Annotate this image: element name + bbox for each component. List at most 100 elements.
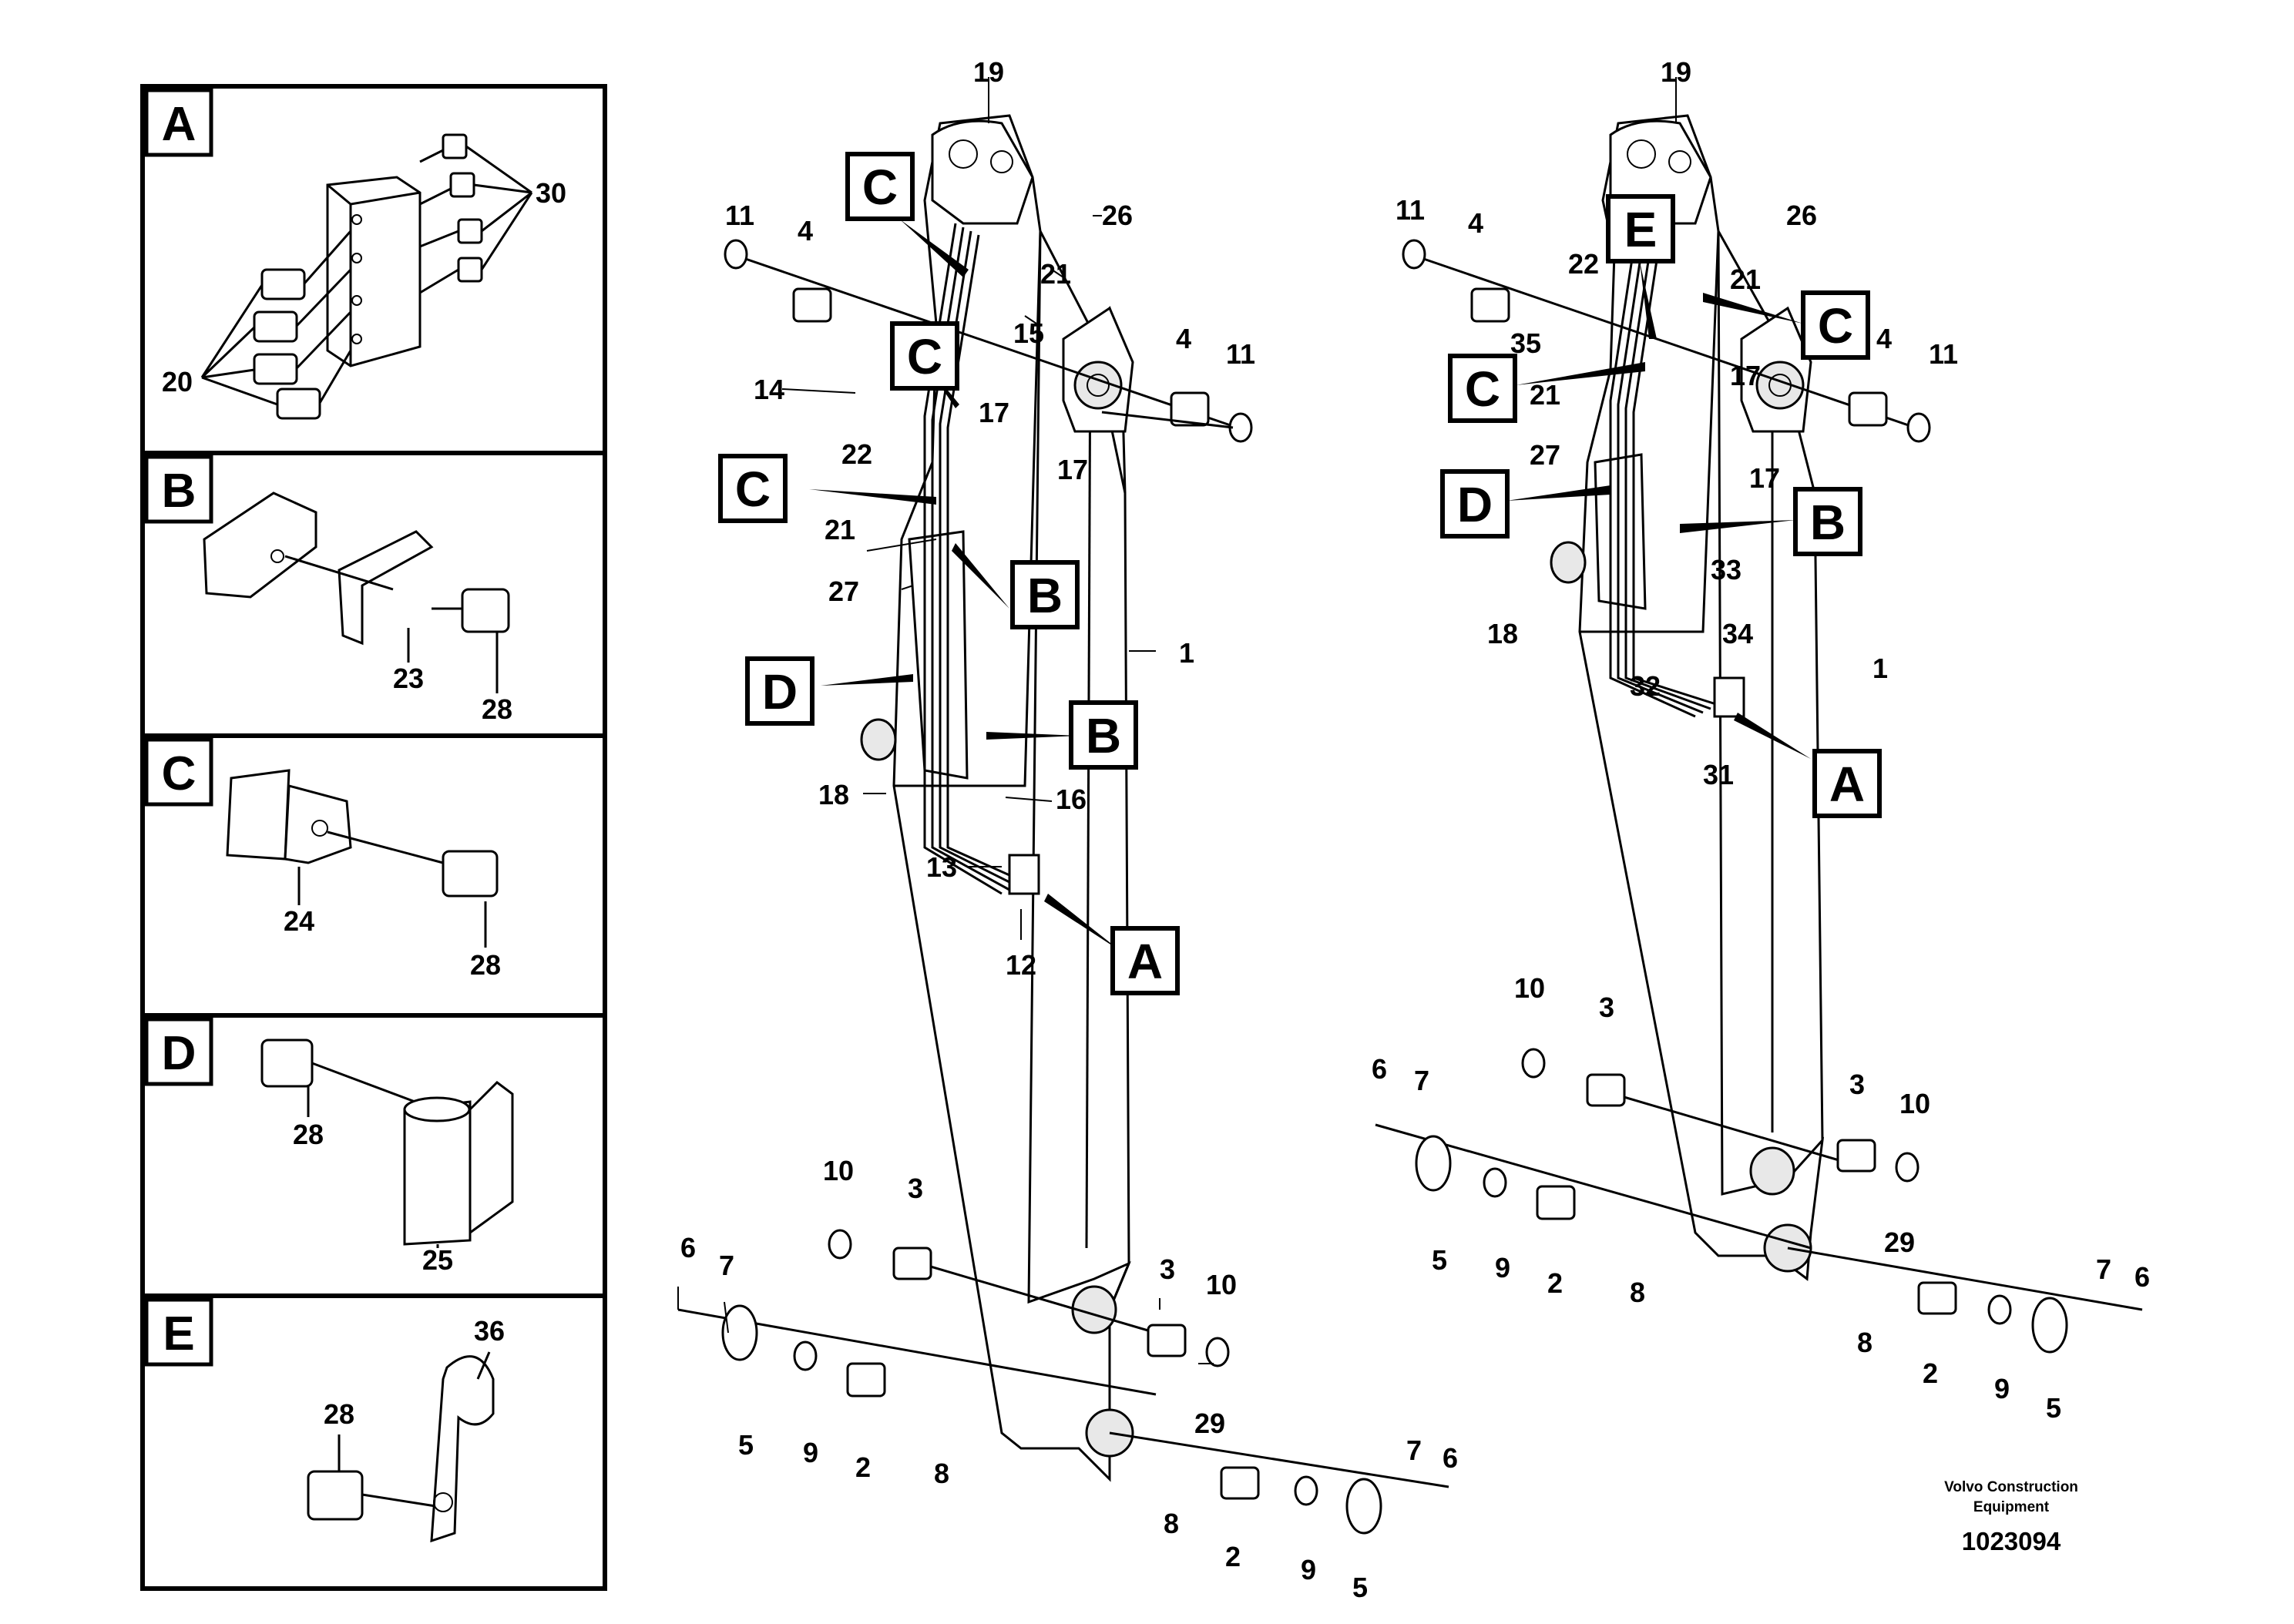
left-callout-c-side: C	[735, 461, 771, 517]
detail-c-letter: C	[162, 747, 196, 800]
detail-b-letter: B	[162, 465, 196, 518]
right-label-19: 19	[1661, 56, 1691, 88]
left-label-17-b: 17	[1057, 454, 1088, 485]
clamp-block	[203, 492, 317, 599]
right-label-3: 3	[1599, 992, 1614, 1023]
right-label-3-right: 3	[1849, 1069, 1865, 1100]
right-label-26: 26	[1786, 200, 1817, 231]
right-label-2-right: 2	[1923, 1357, 1938, 1389]
right-label-29: 29	[1884, 1226, 1915, 1258]
right-label-17-b: 17	[1749, 462, 1780, 494]
detail-e-letter: E	[163, 1307, 194, 1361]
right-label-21-top: 21	[1730, 263, 1761, 295]
left-label-5-right: 5	[1352, 1572, 1368, 1603]
left-label-4: 4	[798, 215, 813, 247]
left-label-29: 29	[1194, 1408, 1225, 1439]
detail-b-label-28: 28	[482, 693, 512, 725]
right-label-7-right: 7	[2096, 1253, 2111, 1285]
right-label-31: 31	[1703, 759, 1734, 790]
left-label-21-top: 21	[1040, 258, 1071, 290]
right-label-10: 10	[1514, 972, 1545, 1004]
right-label-21: 21	[1530, 379, 1560, 411]
right-label-6-right: 6	[2134, 1261, 2150, 1293]
right-label-8: 8	[1630, 1277, 1645, 1308]
left-callout-c-top: C	[862, 159, 898, 215]
left-label-5: 5	[738, 1429, 754, 1461]
left-callout-d: D	[762, 664, 798, 720]
footer: Volvo Construction Equipment 1023094	[1942, 1478, 2081, 1556]
right-callout-b: B	[1810, 495, 1846, 550]
right-label-2: 2	[1547, 1267, 1563, 1299]
left-label-3-right: 3	[1160, 1253, 1175, 1285]
detail-e-label-28: 28	[324, 1398, 354, 1430]
detail-d-label-25: 25	[422, 1244, 453, 1276]
right-label-4-right: 4	[1876, 323, 1892, 354]
detail-c: C 24 28	[144, 737, 501, 981]
detail-b: B 23 28	[144, 455, 512, 725]
left-label-17-a: 17	[979, 397, 1009, 428]
right-label-22: 22	[1568, 248, 1599, 280]
right-label-11: 11	[1396, 194, 1425, 226]
document-number: 1023094	[1961, 1527, 2061, 1555]
left-label-27: 27	[828, 575, 859, 607]
left-label-13: 13	[926, 851, 957, 883]
right-label-1: 1	[1872, 653, 1888, 684]
right-callout-d: D	[1457, 477, 1493, 532]
right-label-8-right: 8	[1857, 1327, 1872, 1358]
left-callouts: C C C B D B A	[718, 152, 1180, 995]
left-label-8: 8	[934, 1458, 949, 1489]
detail-d-label-28: 28	[293, 1119, 324, 1150]
left-label-9-right: 9	[1301, 1554, 1316, 1585]
right-label-5-right: 5	[2046, 1392, 2061, 1424]
detail-a-label-20: 20	[162, 366, 193, 398]
left-label-11: 11	[725, 200, 754, 231]
left-label-15: 15	[1013, 317, 1044, 349]
right-callout-e: E	[1624, 202, 1658, 257]
right-label-9-right: 9	[1994, 1373, 2010, 1404]
left-label-4-right: 4	[1176, 323, 1191, 354]
detail-panels	[140, 84, 607, 1591]
left-label-10: 10	[823, 1155, 854, 1186]
right-label-34: 34	[1722, 618, 1753, 649]
bolt-head	[461, 588, 510, 633]
detail-e-label-36: 36	[474, 1315, 505, 1347]
left-label-7-right: 7	[1406, 1434, 1422, 1466]
left-label-12: 12	[1006, 949, 1036, 981]
left-part-labels: 19 26 11 4 21 15 14 17 22 4 11 17 21 27 …	[680, 56, 1458, 1603]
left-label-11-right: 11	[1226, 338, 1255, 370]
left-boom-view: C C C B D B A 19 26 11 4 21 15 14 17 22 …	[677, 56, 1458, 1603]
left-label-22: 22	[841, 438, 872, 470]
left-label-21: 21	[825, 514, 855, 545]
left-callout-b-lower: B	[1086, 708, 1121, 763]
detail-d: D 28 25	[144, 1017, 514, 1276]
right-label-7: 7	[1414, 1065, 1429, 1096]
right-label-9: 9	[1495, 1252, 1510, 1283]
right-label-18: 18	[1487, 618, 1518, 649]
left-label-1: 1	[1179, 637, 1194, 669]
right-label-5: 5	[1432, 1244, 1447, 1276]
detail-d-letter: D	[162, 1027, 196, 1080]
right-callout-a: A	[1829, 757, 1865, 812]
left-callout-a: A	[1127, 934, 1163, 989]
left-callout-b-upper: B	[1027, 568, 1063, 623]
detail-a-letter-box	[144, 88, 213, 157]
detail-c-label-28: 28	[470, 949, 501, 981]
right-callout-c-left: C	[1465, 361, 1500, 417]
right-label-4: 4	[1468, 207, 1483, 239]
left-label-19: 19	[973, 56, 1004, 88]
left-label-10-right: 10	[1206, 1269, 1237, 1300]
brand-line-1: Volvo Construction	[1944, 1479, 2078, 1495]
right-boom-view: E C C D B A 19 26 11 4 22 21 35 21 17 4 …	[1372, 56, 2150, 1424]
left-callout-c-mid: C	[907, 329, 942, 384]
right-label-17-a: 17	[1730, 360, 1761, 391]
right-label-32: 32	[1630, 670, 1661, 702]
brand-line-2: Equipment	[1973, 1499, 2050, 1515]
detail-e: E 36 28	[144, 1297, 505, 1543]
right-label-11-right: 11	[1929, 338, 1958, 370]
right-callouts: E C C D B A	[1440, 194, 1882, 818]
detail-a: A 30 20	[144, 88, 566, 420]
right-part-labels: 19 26 11 4 22 21 35 21 17 4 11 27 17 33 …	[1372, 56, 2150, 1424]
right-callout-c-right: C	[1818, 298, 1853, 354]
left-label-7: 7	[719, 1250, 734, 1281]
